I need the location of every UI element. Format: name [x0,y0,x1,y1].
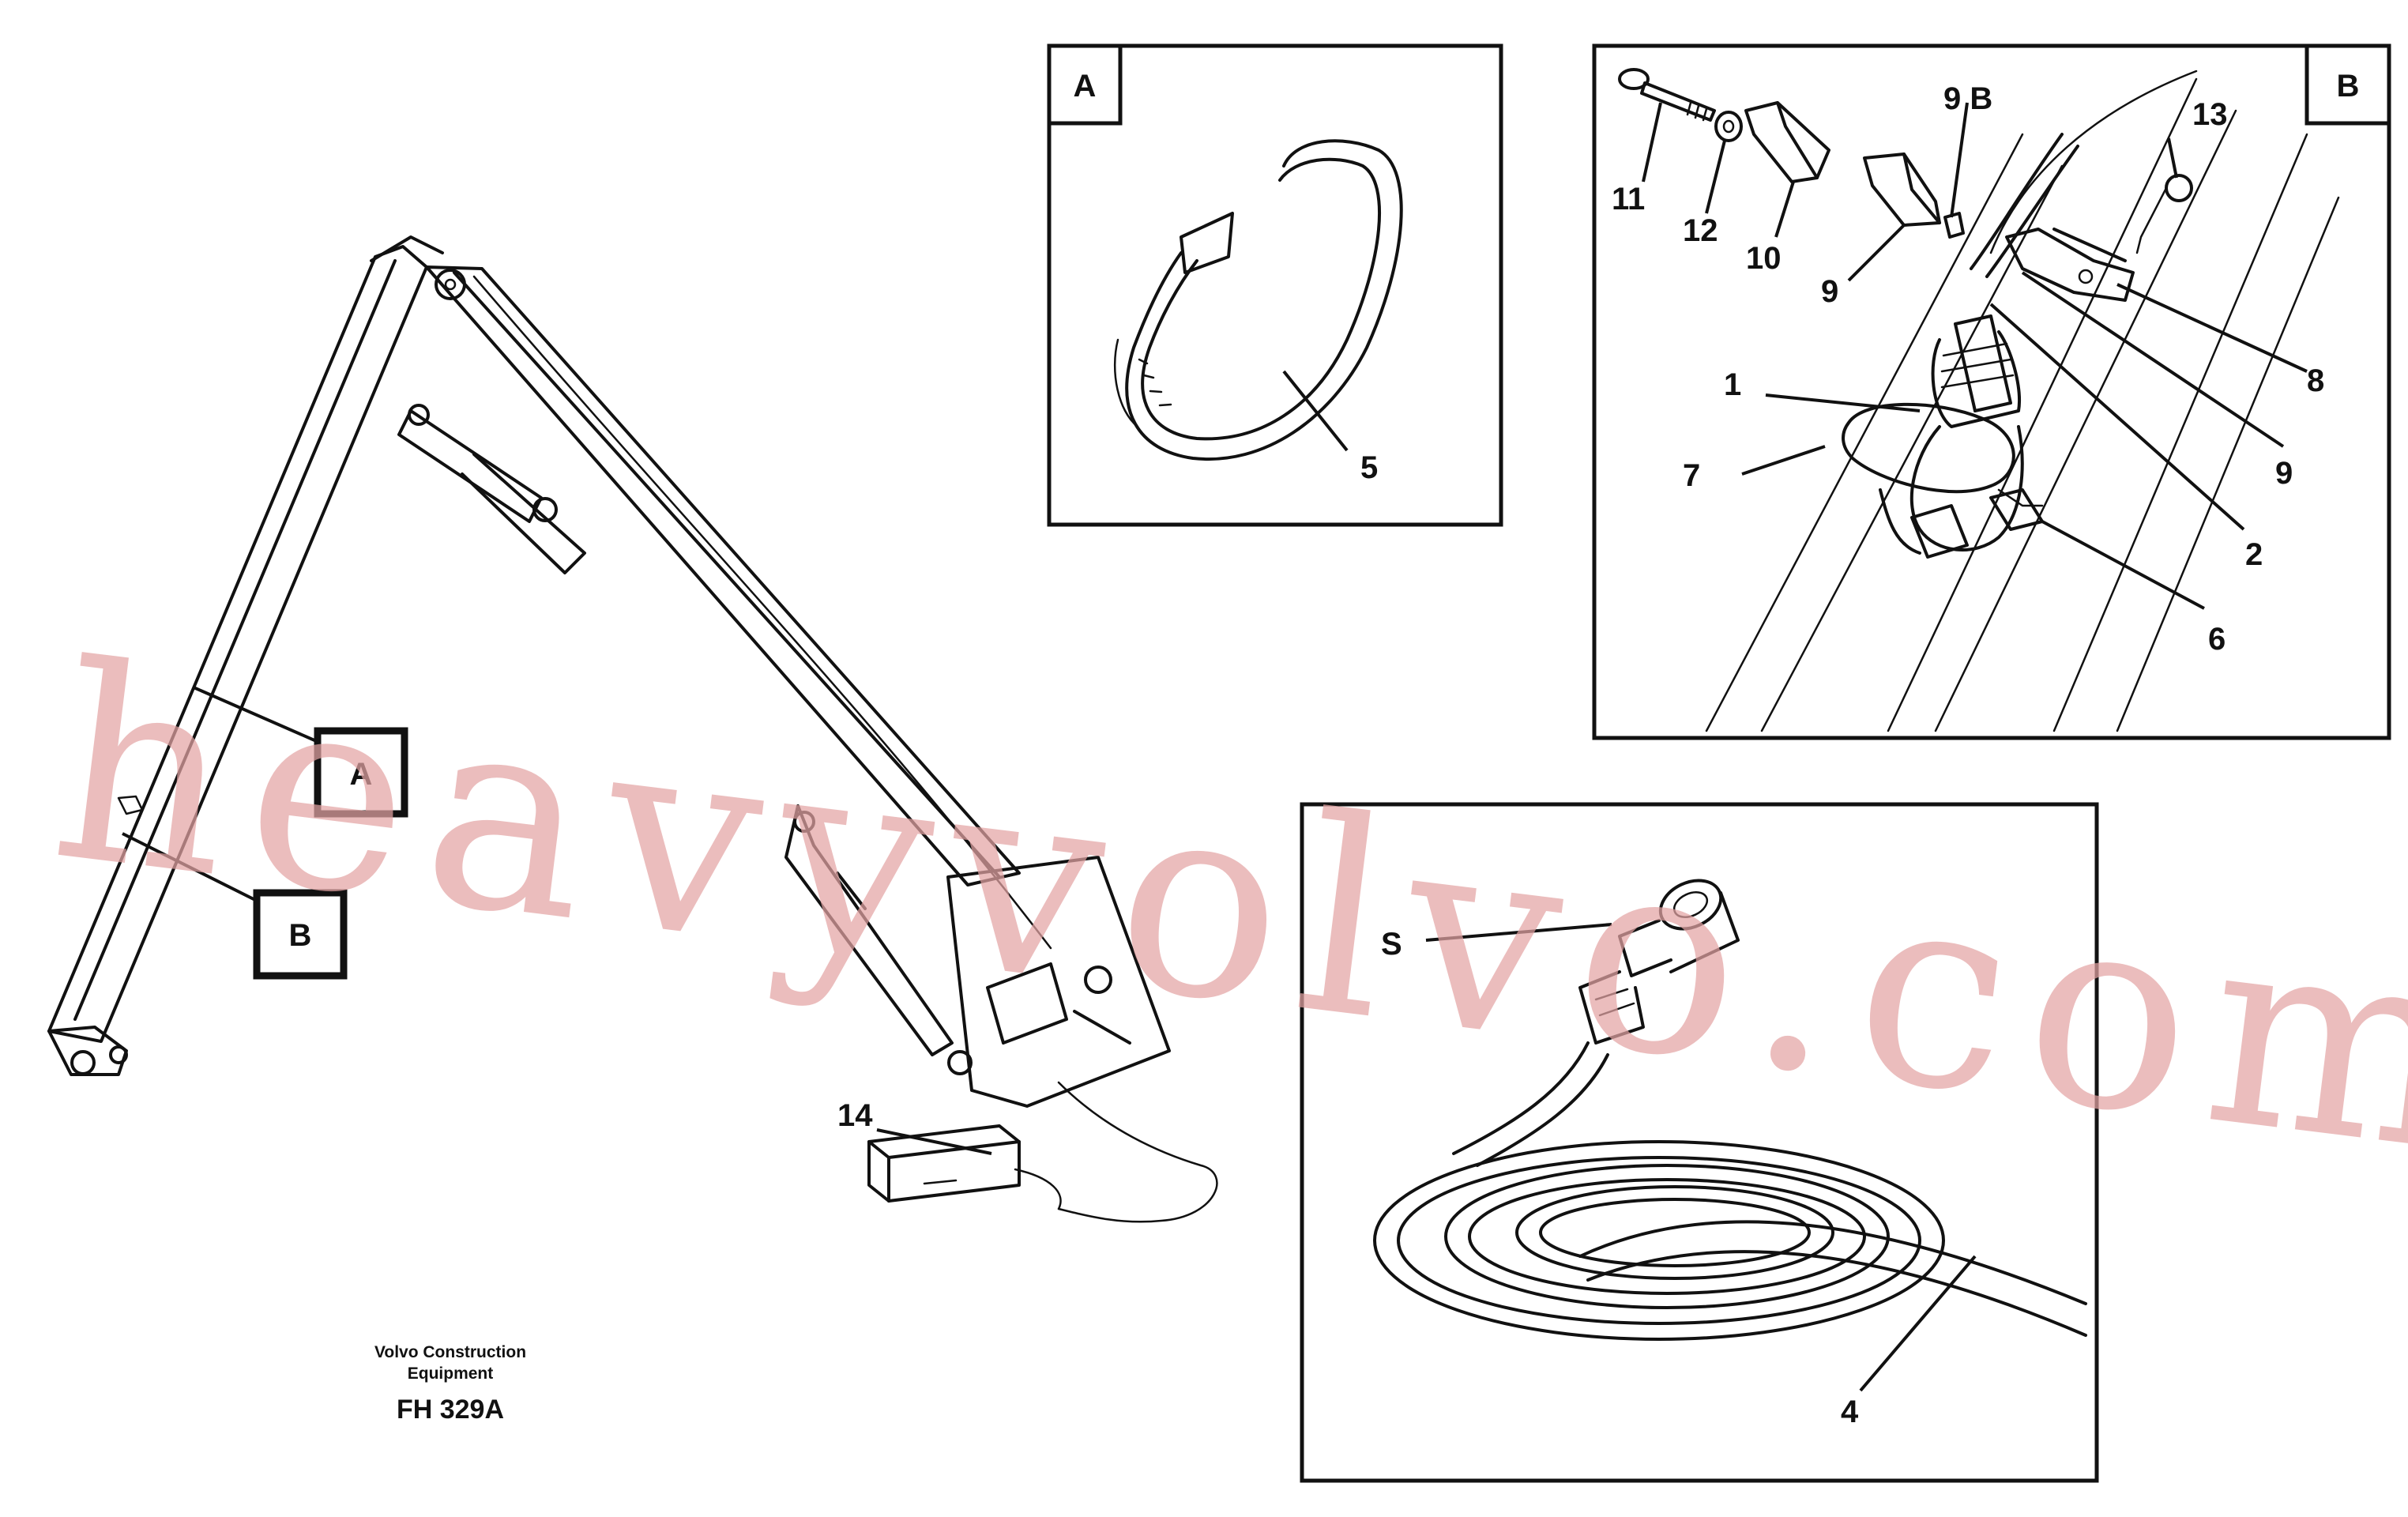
junction-box-14 [867,1124,1062,1210]
callout-s: S [1381,927,1402,962]
clip-9b [1943,212,1965,239]
caption-code: FH 329A [397,1395,504,1425]
callout-10: 10 [1746,241,1782,276]
svg-text:A: A [1074,69,1097,104]
boom-assembly-drawing [47,235,1218,1223]
connector-plug [1879,314,2024,559]
callout-5: 5 [1360,450,1378,485]
svg-text:B: B [289,918,312,953]
detail-s-panel: S 4 [1300,802,2099,1483]
main-tag-b: B [253,889,348,980]
nut-12 [1714,111,1743,142]
caption-line2: Equipment [408,1365,494,1383]
callout-2: 2 [2245,537,2263,572]
callout-9b: 9 B [1943,81,1992,116]
clamp-8 [2005,228,2135,302]
svg-text:B: B [2337,69,2360,104]
callout-11: 11 [1612,182,1645,216]
ring-7 [1842,402,2015,494]
callout-6: 6 [2208,622,2226,657]
callout-7: 7 [1683,458,1700,493]
clamp-9-left [1863,152,1941,227]
callout-9-right: 9 [2275,456,2293,491]
caption-line1: Volvo Construction [374,1343,526,1361]
callout-1: 1 [1724,367,1741,402]
drawing-caption: Volvo Construction Equipment FH 329A [374,1343,526,1425]
detail-a-panel: A 5 [1047,43,1503,527]
callout-12: 12 [1683,213,1718,248]
callout-8: 8 [2307,363,2324,398]
main-tag-a: A [314,727,408,818]
callout-13: 13 [2192,97,2228,132]
callout-9-left: 9 [1821,274,1838,309]
detail-b-panel: B [1592,43,2391,740]
bolt-11 [1618,68,1716,122]
callout-14: 14 [837,1098,873,1133]
clamp-10 [1744,101,1830,183]
nut-13 [2135,174,2193,254]
callout-4: 4 [1841,1395,1859,1429]
svg-text:A: A [350,757,373,792]
cable-tie-5 [1113,139,1403,461]
cable-4 [1373,1041,2087,1341]
cable-plug [1578,879,1740,1045]
